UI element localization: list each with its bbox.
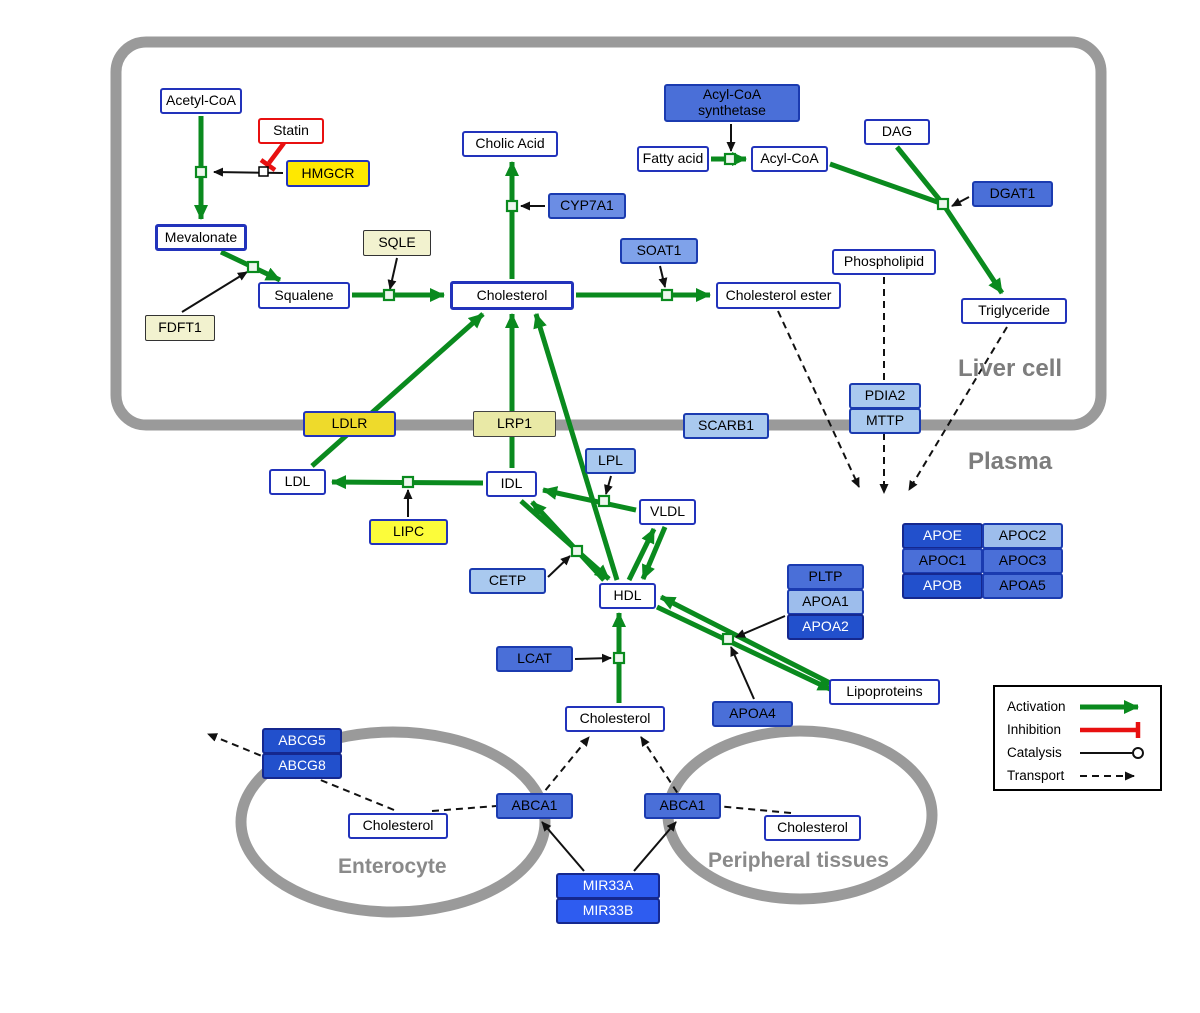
node-apoa1[interactable]: APOA1 (787, 589, 864, 615)
legend-catalysis-circle (1132, 747, 1144, 759)
node-acetyl-coa[interactable]: Acetyl-CoA (160, 88, 242, 114)
node-sqle[interactable]: SQLE (363, 230, 431, 256)
node-triglyceride[interactable]: Triglyceride (961, 298, 1067, 324)
node-lrp1[interactable]: LRP1 (473, 411, 556, 437)
node-acyl-coa-synthetase[interactable]: Acyl-CoA synthetase (664, 84, 800, 122)
reaction-nodes (194, 152, 950, 665)
node-squalene[interactable]: Squalene (258, 282, 350, 309)
node-phospholipid[interactable]: Phospholipid (832, 249, 936, 275)
node-idl[interactable]: IDL (486, 471, 537, 497)
node-apoa4[interactable]: APOA4 (712, 701, 793, 727)
node-ldl[interactable]: LDL (269, 469, 326, 495)
node-mevalonate[interactable]: Mevalonate (155, 224, 247, 251)
node-abcg8[interactable]: ABCG8 (262, 753, 342, 779)
node-pdia2[interactable]: PDIA2 (849, 383, 921, 409)
node-cholesterol-ester[interactable]: Cholesterol ester (716, 282, 841, 309)
node-hmgcr[interactable]: HMGCR (286, 160, 370, 187)
node-hdl[interactable]: HDL (599, 583, 656, 609)
node-apoc3[interactable]: APOC3 (982, 548, 1063, 574)
node-cholesterol-peripheral[interactable]: Cholesterol (764, 815, 861, 841)
node-dgat1[interactable]: DGAT1 (972, 181, 1053, 207)
node-abca1-enterocyte[interactable]: ABCA1 (496, 793, 573, 819)
node-mir33b[interactable]: MIR33B (556, 898, 660, 924)
peripheral-tissues-label: Peripheral tissues (708, 849, 889, 872)
legend-transport-label: Transport (1007, 768, 1065, 783)
liver-cell-label: Liver cell (958, 355, 1063, 382)
node-soat1[interactable]: SOAT1 (620, 238, 698, 264)
inhibition-edge (259, 141, 286, 172)
legend-catalysis-label: Catalysis (1007, 745, 1062, 760)
node-dag[interactable]: DAG (864, 119, 930, 145)
legend-glyphs (993, 685, 1162, 791)
node-statin[interactable]: Statin (258, 118, 324, 144)
legend-activation-label: Activation (1007, 699, 1066, 714)
node-fdft1[interactable]: FDFT1 (145, 315, 215, 341)
legend-inhibition-label: Inhibition (1007, 722, 1062, 737)
node-lcat[interactable]: LCAT (496, 646, 573, 672)
node-scarb1[interactable]: SCARB1 (683, 413, 769, 439)
inhibition-target-square (258, 166, 269, 177)
node-lpl[interactable]: LPL (585, 448, 636, 474)
node-abcg5[interactable]: ABCG5 (262, 728, 342, 754)
node-abca1-peripheral[interactable]: ABCA1 (644, 793, 721, 819)
node-mir33a[interactable]: MIR33A (556, 873, 660, 899)
node-acyl-coa[interactable]: Acyl-CoA (751, 146, 828, 172)
node-cholesterol-liver[interactable]: Cholesterol (450, 281, 574, 310)
node-mttp[interactable]: MTTP (849, 408, 921, 434)
node-apoa2[interactable]: APOA2 (787, 614, 864, 640)
node-lipoproteins[interactable]: Lipoproteins (829, 679, 940, 705)
node-cholesterol-enterocyte[interactable]: Cholesterol (348, 813, 448, 839)
node-apoc1[interactable]: APOC1 (902, 548, 983, 574)
enterocyte-label: Enterocyte (338, 855, 447, 878)
node-apoe[interactable]: APOE (902, 523, 983, 549)
node-apoa5[interactable]: APOA5 (982, 573, 1063, 599)
node-cholic-acid[interactable]: Cholic Acid (462, 131, 558, 157)
catalysis-edges (181, 124, 970, 872)
node-cyp7a1[interactable]: CYP7A1 (548, 193, 626, 219)
activation-edges (194, 116, 1005, 703)
node-cetp[interactable]: CETP (469, 568, 546, 594)
node-vldl[interactable]: VLDL (639, 499, 696, 525)
node-cholesterol-plasma[interactable]: Cholesterol (565, 706, 665, 732)
plasma-label: Plasma (968, 448, 1053, 475)
node-lipc[interactable]: LIPC (369, 519, 448, 545)
node-apoc2[interactable]: APOC2 (982, 523, 1063, 549)
liver-cell-membrane (110, 36, 1107, 431)
node-fatty-acid[interactable]: Fatty acid (637, 146, 709, 172)
node-ldlr[interactable]: LDLR (303, 411, 396, 437)
node-apob[interactable]: APOB (902, 573, 983, 599)
node-pltp[interactable]: PLTP (787, 564, 864, 590)
